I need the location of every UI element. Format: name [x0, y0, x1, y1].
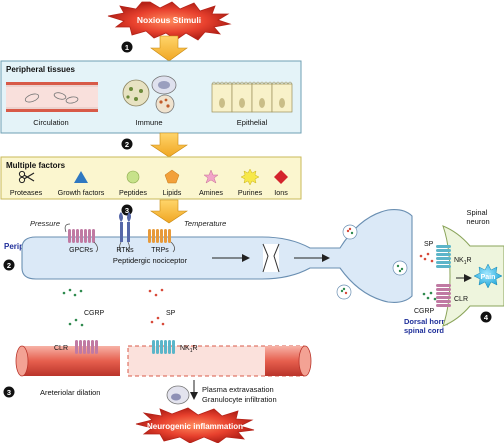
- noxious-stimuli-burst: Noxious Stimuli: [107, 1, 232, 41]
- clr-receptor-spinal: [436, 284, 451, 307]
- svg-text:3: 3: [7, 388, 11, 397]
- released-peptides-periphery: [62, 288, 165, 327]
- step-3-vessel-badge: 3: [3, 386, 15, 398]
- clr-receptor-vessel: [75, 340, 98, 354]
- dorsal-horn-line-2: spinal cord: [404, 326, 444, 335]
- step-3-badge: 3: [121, 204, 133, 216]
- epithelial-cells-illustration: [211, 81, 293, 113]
- pentagon-icon: [164, 169, 180, 184]
- pressure-label: Pressure: [30, 219, 60, 228]
- immune-label: Immune: [135, 118, 162, 127]
- sunburst-icon: [240, 168, 260, 186]
- temperature-label: Temperature: [184, 219, 226, 228]
- circulation-label: Circulation: [33, 118, 68, 127]
- svg-text:3: 3: [125, 206, 129, 215]
- star-icon: [203, 169, 219, 184]
- factor-label-proteases: Proteases: [10, 188, 43, 197]
- diamond-icon: [274, 170, 288, 184]
- arteriole-vessel: [15, 345, 312, 377]
- granulocyte-infiltration-label: Granulocyte infiltration: [202, 395, 277, 404]
- synaptic-vesicles: [336, 224, 408, 300]
- factor-label-ions: Ions: [274, 188, 288, 197]
- epithelial-label: Epithelial: [237, 118, 268, 127]
- triangle-icon: [74, 171, 88, 183]
- neurogenic-inflammation-label: Neurogenic inflammation: [147, 422, 243, 431]
- plasma-extravasation-label: Plasma extravasation: [202, 385, 274, 394]
- svg-text:2: 2: [7, 261, 11, 270]
- sp-periphery-label: SP: [166, 310, 176, 317]
- svg-text:1: 1: [125, 43, 129, 52]
- noxious-stimuli-label: Noxious Stimuli: [137, 15, 201, 25]
- peripheral-tissues-panel: Peripheral tissues: [0, 60, 302, 134]
- peptidergic-nociceptor-body: [21, 209, 413, 303]
- pain-burst: Pain: [473, 263, 503, 289]
- trps-label: TRPs: [151, 247, 169, 254]
- factor-label-growth-factors: Growth factors: [58, 188, 105, 197]
- down-arrow-2: [150, 132, 188, 158]
- sp-dorsal-label: SP: [424, 241, 434, 248]
- clr-spinal-label: CLR: [454, 296, 468, 303]
- step-4-badge: 4: [480, 311, 492, 323]
- cgrp-dorsal-label: CGRP: [414, 308, 435, 315]
- cgrp-periphery-label: CGRP: [84, 310, 105, 317]
- gpcrs-label: GPCRs: [69, 247, 93, 254]
- step-1-badge: 1: [121, 41, 133, 53]
- gpcr-receptor: [64, 223, 98, 253]
- multiple-factors-panel: Multiple factors Proteases Growth factor…: [0, 156, 302, 200]
- rtks-label: RTKs: [116, 247, 134, 254]
- clr-vessel-label: CLR: [54, 345, 68, 352]
- pain-label: Pain: [481, 274, 496, 281]
- granulocyte-cell: [166, 385, 190, 405]
- dorsal-horn-line-1: Dorsal horn,: [404, 317, 448, 326]
- down-arrow-3: [150, 199, 188, 224]
- factor-label-amines: Amines: [199, 188, 223, 197]
- nk1r-vessel-label: NK1R: [180, 345, 198, 354]
- spinal-neuron-line-1: Spinal: [467, 208, 488, 217]
- peptidergic-nociceptor-label: Peptidergic nociceptor: [113, 256, 188, 265]
- spinal-neuron-line-2: neuron: [466, 217, 489, 226]
- multiple-factors-title: Multiple factors: [6, 161, 66, 170]
- factor-label-lipids: Lipids: [163, 188, 182, 197]
- step-2-periphery-badge: 2: [3, 259, 15, 271]
- circulation-vessel-illustration: [6, 82, 98, 112]
- scissors-icon: [18, 170, 35, 184]
- down-arrow-1: [150, 35, 188, 62]
- rtk-receptor: [119, 212, 131, 253]
- factor-label-purines: Purines: [238, 188, 263, 197]
- peripheral-tissues-title: Peripheral tissues: [6, 65, 75, 74]
- spinal-neuron-label: Spinal neuron: [466, 208, 489, 226]
- dorsal-horn-label: Dorsal horn, spinal cord: [404, 317, 450, 335]
- step-2-badge: 2: [121, 138, 133, 150]
- trp-receptor: [148, 229, 175, 253]
- nk1r-receptor-vessel: [152, 340, 175, 354]
- immune-cells-illustration: [122, 75, 177, 114]
- svg-text:2: 2: [125, 140, 129, 149]
- arteriolar-dilation-label: Areteriolar dilation: [40, 388, 100, 397]
- neurogenic-inflammation-burst: Neurogenic inflammation: [135, 407, 255, 443]
- nk1r-receptor-spinal: [436, 245, 451, 268]
- circle-icon: [126, 170, 140, 184]
- factor-label-peptides: Peptides: [119, 188, 147, 197]
- released-peptides-dorsal: [419, 252, 437, 301]
- svg-text:4: 4: [484, 313, 489, 322]
- nk1r-spinal-label: NK1R: [454, 257, 472, 266]
